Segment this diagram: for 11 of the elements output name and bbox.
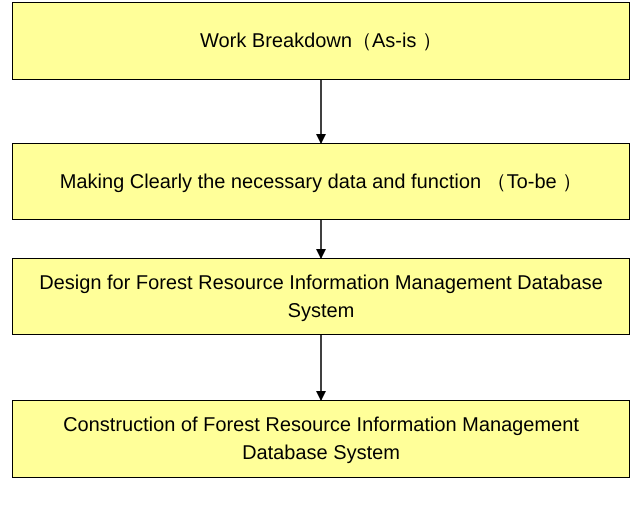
process-box: [12, 400, 630, 478]
arrow: [316, 335, 326, 401]
box-label: Work Breakdown（As-is ）: [200, 29, 442, 54]
box-label: Design for Forest Resource Information Management Database System: [38, 270, 604, 324]
box-label: Construction of Forest Resource Information Management Database System: [62, 413, 580, 466]
process-box: [12, 258, 630, 335]
arrow: [316, 220, 326, 259]
process-box: [12, 2, 630, 80]
box-label: Making Clearly the necessary data and function （To-be ）: [60, 170, 582, 194]
arrow: [316, 80, 326, 144]
process-box: [12, 143, 630, 220]
